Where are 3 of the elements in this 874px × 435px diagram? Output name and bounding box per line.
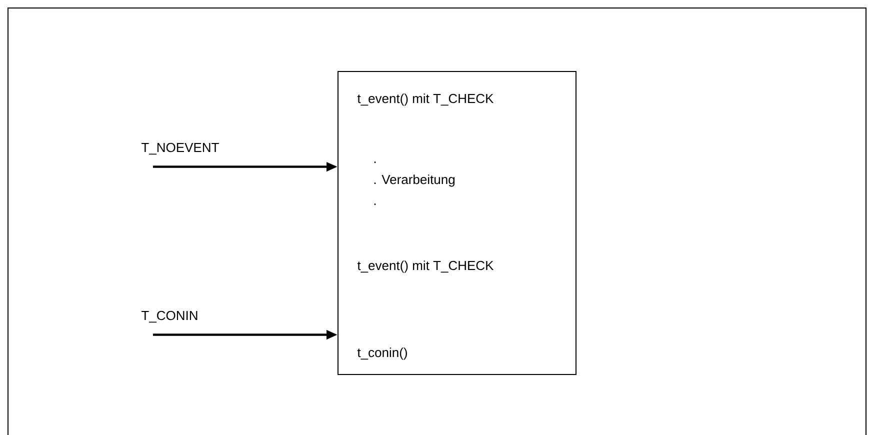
signal-label: T_NOEVENT [142,142,219,155]
signal-label: T_CONIN [142,310,198,323]
process-box: t_event() mit T_CHECK . . Verarbeitung . t_event() mit T_CHECK t_conin() [338,71,576,375]
